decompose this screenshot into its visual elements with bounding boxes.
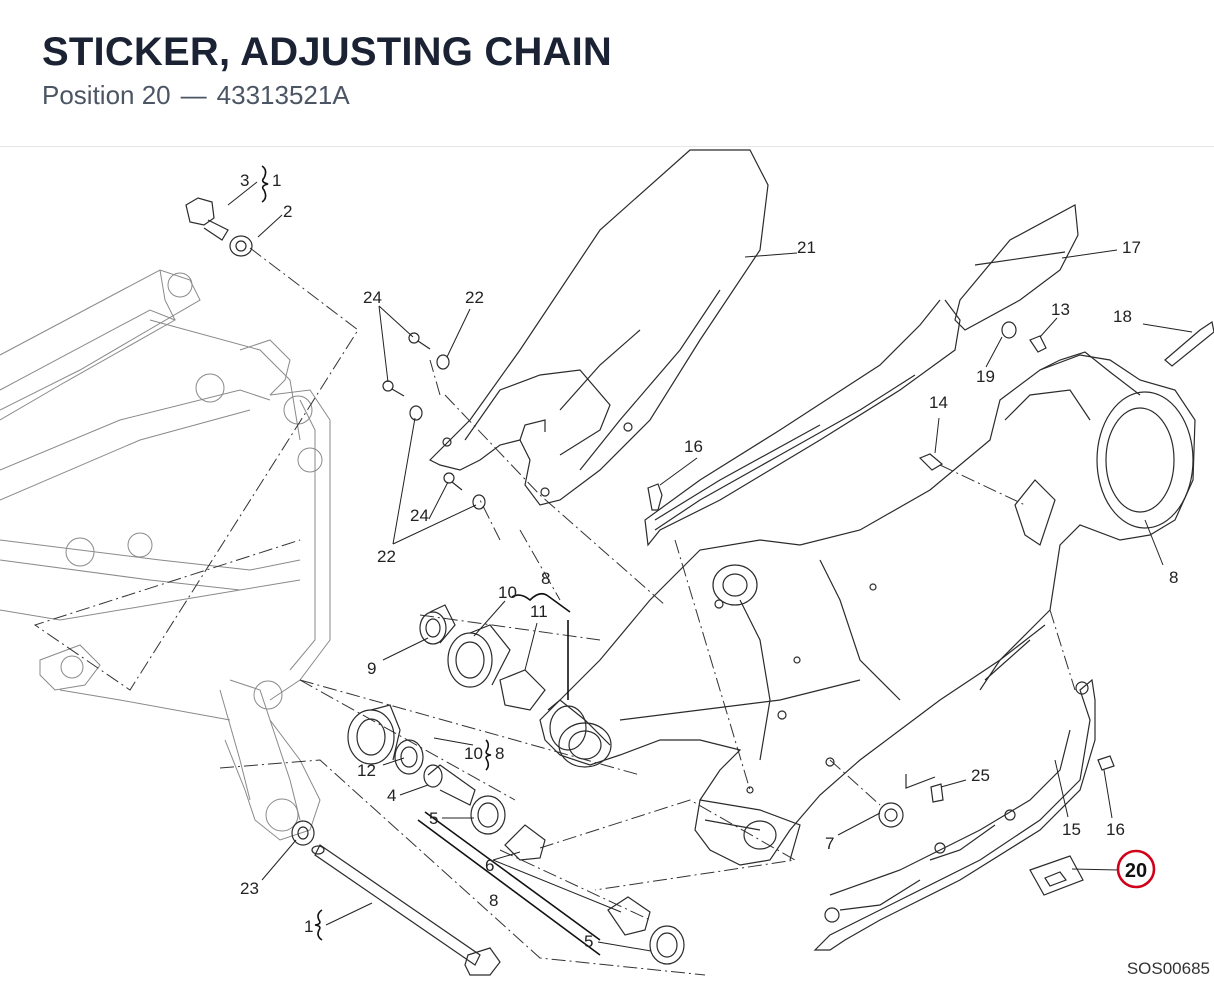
fasteners	[382, 321, 1214, 828]
callout-17: 17	[1122, 238, 1141, 257]
callout-8-lower: 8	[489, 891, 498, 910]
page-title: STICKER, ADJUSTING CHAIN	[42, 30, 613, 74]
chain-guard	[644, 204, 1079, 547]
frame-outline	[0, 269, 331, 841]
callout-3: 3	[240, 171, 249, 190]
callout-19: 19	[976, 367, 995, 386]
callout-24-upper: 24	[363, 288, 382, 307]
callout-12: 12	[357, 761, 376, 780]
callout-21: 21	[797, 238, 816, 257]
callout-6: 6	[485, 856, 494, 875]
chain-slider	[813, 678, 1096, 951]
callout-11: 11	[530, 602, 548, 621]
callout-10-mid: 10	[464, 744, 483, 763]
callout-8-right: 8	[1169, 568, 1178, 587]
callout-22-upper: 22	[465, 288, 484, 307]
position-label: Position 20	[42, 80, 171, 110]
header: STICKER, ADJUSTING CHAIN Position 20 — 433…	[0, 0, 1214, 147]
callout-5-lower: 5	[584, 932, 593, 951]
callout-8-mid: 8	[495, 744, 504, 763]
callout-24-mid: 24	[410, 506, 429, 525]
callout-7: 7	[825, 834, 834, 853]
callout-15: 15	[1062, 820, 1081, 839]
callout-20-highlight: 20	[1125, 860, 1147, 882]
pivot-shaft	[311, 844, 501, 976]
construction-lines	[33, 247, 1076, 976]
callout-13: 13	[1051, 300, 1070, 319]
callout-8-top: 8	[541, 569, 550, 588]
rear-hugger	[428, 149, 769, 506]
callout-2: 2	[283, 202, 292, 221]
page-subtitle: Position 20 — 43313521A	[42, 80, 350, 111]
callout-4: 4	[387, 786, 396, 805]
callout-16-lower: 16	[1106, 820, 1125, 839]
part-number: 43313521A	[216, 80, 350, 110]
callout-14: 14	[929, 393, 948, 412]
callout-18: 18	[1113, 307, 1132, 326]
group-brackets	[261, 165, 601, 956]
callout-23: 23	[240, 879, 259, 898]
sticker-part	[1029, 855, 1084, 896]
callout-5-upper: 5	[429, 809, 438, 828]
callout-25: 25	[971, 766, 990, 785]
bolt-and-washer	[185, 197, 253, 257]
bearings	[291, 604, 685, 965]
callout-9: 9	[367, 659, 376, 678]
callout-1-bottom: 1	[304, 917, 313, 936]
leader-lines	[227, 181, 1193, 952]
callout-16-upper: 16	[684, 437, 703, 456]
exploded-parts-diagram: 3 1 2 24 22 21 17 13 18 19 14 16 24 22 8…	[0, 149, 1214, 976]
drawing-code: SOS00685	[1126, 959, 1210, 978]
callout-1-top: 1	[272, 171, 281, 190]
swingarm	[539, 351, 1196, 866]
callout-10-top: 10	[498, 583, 517, 602]
subtitle-dash: —	[180, 80, 207, 110]
highlight-ring	[1116, 849, 1156, 889]
callout-22-lower: 22	[377, 547, 396, 566]
